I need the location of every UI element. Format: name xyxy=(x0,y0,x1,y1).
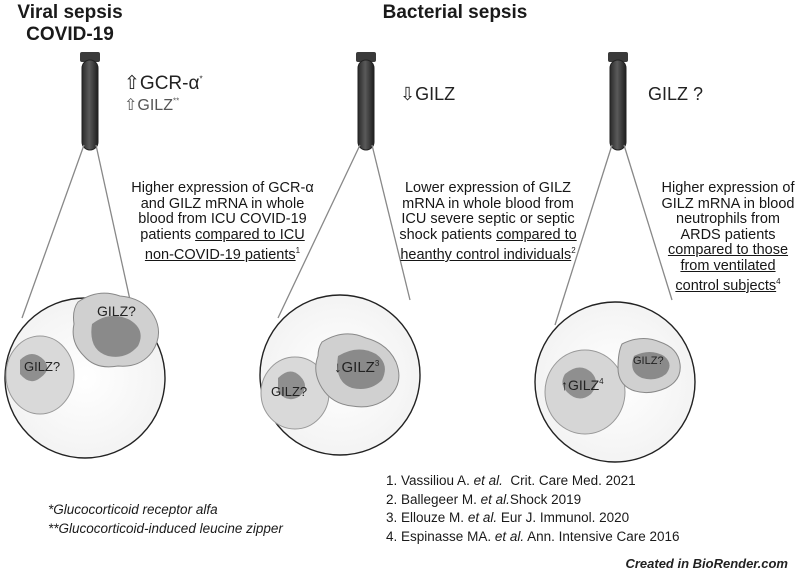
reference-num: 4. xyxy=(386,528,398,544)
gcr-alpha-marker: ⇧GCR-α* xyxy=(124,72,203,95)
panel-3-comparison: compared to those from ventilated contro… xyxy=(667,242,789,294)
reference-journal: Crit. Care Med. 2021 xyxy=(510,473,636,488)
reference-item: 4. Espinasse MA. et al. Ann. Intensive C… xyxy=(386,528,786,547)
reference-authors: Ellouze M. xyxy=(401,510,465,525)
references: 1. Vassiliou A. et al. Crit. Care Med. 2… xyxy=(386,472,786,546)
cell-1a-label: GILZ? xyxy=(24,359,60,374)
reference-etal: et al. xyxy=(480,491,510,507)
reference-num: 1. xyxy=(386,473,398,488)
cell-2b-label-text: ↓GILZ xyxy=(334,359,375,376)
cell-3b xyxy=(617,338,681,394)
cell-2b-label: ↓GILZ3 xyxy=(334,359,380,376)
footnotes: *Glucocorticoid receptor alfa **Glucocor… xyxy=(48,500,368,538)
reference-authors: Ballegeer M. xyxy=(401,491,477,507)
cell-2a xyxy=(260,356,330,430)
panel-3-text: Higher expression of GILZ mRNA in blood … xyxy=(661,180,795,243)
biorender-credit: Created in BioRender.com xyxy=(625,556,788,571)
cell-2b-label-ref: 3 xyxy=(375,359,380,368)
panel-3-ref: 4 xyxy=(776,277,781,286)
reference-num: 2. xyxy=(386,491,398,507)
reference-num: 3. xyxy=(386,510,398,525)
gilz-marker-viral: ⇧GILZ** xyxy=(124,95,203,115)
panel-2-comparison: compared to heanthy control individuals xyxy=(400,226,577,263)
blood-tube-1 xyxy=(80,52,100,151)
viral-sepsis-title-line2: COVID-19 xyxy=(26,24,114,45)
bacterial-sepsis-title: Bacterial sepsis xyxy=(382,2,528,23)
reference-authors: Vassiliou A. xyxy=(401,473,470,488)
footnote-gcr: *Glucocorticoid receptor alfa xyxy=(48,502,218,517)
cell-2a-label: GILZ? xyxy=(271,384,307,399)
cell-3a-label-text: ↑GILZ xyxy=(561,377,600,393)
gcr-alpha-marker-sup: * xyxy=(199,74,203,84)
panel-2-graphic xyxy=(259,52,421,456)
cell-3a-label-ref: 4 xyxy=(599,377,604,386)
cell-3a xyxy=(544,349,626,435)
reference-item: 3. Ellouze M. et al. Eur J. Immunol. 202… xyxy=(386,509,786,528)
panel-1-ref: 1 xyxy=(295,246,301,255)
gilz-marker-viral-sup: ** xyxy=(172,96,180,106)
gilz-marker-bacterial: ⇩GILZ xyxy=(400,84,456,104)
blood-tube-3 xyxy=(608,52,628,151)
reference-item: 1. Vassiliou A. et al. Crit. Care Med. 2… xyxy=(386,472,786,491)
gilz-marker-viral-text: ⇧GILZ xyxy=(124,97,173,114)
viral-markers: ⇧GCR-α* ⇧GILZ** xyxy=(124,72,203,115)
reference-journal: Shock 2019 xyxy=(509,491,582,507)
gcr-alpha-marker-text: ⇧GCR-α xyxy=(124,73,200,94)
footnote-gilz: **Glucocorticoid-induced leucine zipper xyxy=(48,521,283,536)
cell-3b-label: GILZ? xyxy=(633,355,664,367)
blood-tube-2 xyxy=(356,52,376,151)
reference-etal: et al. xyxy=(473,473,503,488)
panel-2-description: Lower expression of GILZ mRNA in whole b… xyxy=(398,180,578,263)
reference-journal: Ann. Intensive Care 2016 xyxy=(527,528,680,544)
panel-1-text: Higher expression of GCR-α and GILZ mRNA… xyxy=(131,180,314,243)
cell-1a xyxy=(5,335,75,415)
cell-1b xyxy=(72,292,159,368)
cell-3a-label: ↑GILZ4 xyxy=(561,377,604,393)
gilz-marker-ards: GILZ ? xyxy=(648,84,704,104)
reference-etal: et al. xyxy=(467,510,498,525)
cell-1b-label: GILZ? xyxy=(97,303,136,319)
viral-sepsis-title-line1: Viral sepsis xyxy=(17,2,123,23)
reference-item: 2. Ballegeer M. et al.Shock 2019 xyxy=(386,491,786,510)
zoom-lines-3 xyxy=(554,144,673,326)
panel-3-description: Higher expression of GILZ mRNA in blood … xyxy=(658,180,798,294)
panel-3-graphic xyxy=(534,52,696,463)
zoom-lines-2 xyxy=(277,144,411,319)
zoom-lines-1 xyxy=(21,144,131,319)
panel-2-text: Lower expression of GILZ mRNA in whole b… xyxy=(399,180,575,243)
panel-2-ref: 2 xyxy=(571,246,576,255)
reference-etal: et al. xyxy=(494,528,525,544)
panel-1-description: Higher expression of GCR-α and GILZ mRNA… xyxy=(130,180,315,263)
panel-1-graphic xyxy=(4,52,166,459)
cell-2b xyxy=(315,333,400,408)
viral-sepsis-title: Viral sepsis COVID-19 xyxy=(10,2,130,46)
reference-authors: Espinasse MA. xyxy=(401,528,492,544)
reference-journal: Eur J. Immunol. 2020 xyxy=(500,510,630,525)
panel-1-comparison: compared to ICU non-COVID-19 patients xyxy=(144,226,305,263)
